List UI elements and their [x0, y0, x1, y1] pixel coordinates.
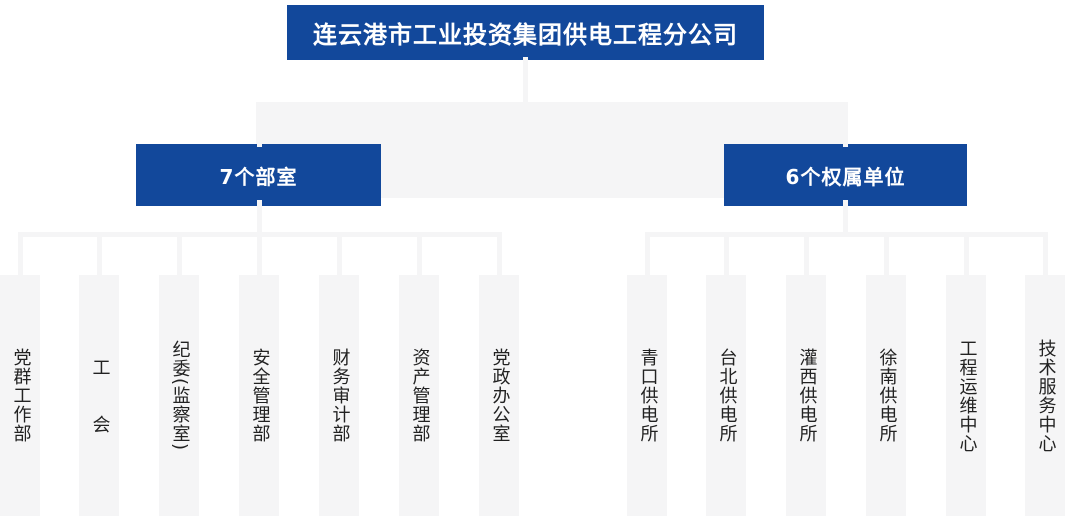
- connector-root-vertical: [523, 57, 528, 102]
- leaf-node-guanxi-power-station: 灌西供电所: [786, 275, 826, 516]
- group-node-departments: 7个部室: [136, 144, 381, 206]
- connector-notch-subsidiaries-top: [843, 138, 848, 147]
- leaf-label: 灌西供电所: [796, 348, 818, 443]
- leaf-node-engineering-om-center: 工程运维中心: [946, 275, 986, 516]
- leaf-label: 台北供电所: [716, 348, 738, 443]
- leaf-label: 徐南供电所: [876, 348, 898, 443]
- connector-stub: [416, 232, 422, 275]
- leaf-node-finance-audit-dept: 财务审计部: [319, 275, 359, 516]
- leaf-node-safety-management-dept: 安全管理部: [239, 275, 279, 516]
- connector-stub: [803, 232, 809, 275]
- connector-stub: [176, 232, 182, 275]
- leaf-node-taibei-power-station: 台北供电所: [706, 275, 746, 516]
- connector-stub: [723, 232, 729, 275]
- connector-notch-departments-top: [256, 138, 262, 147]
- leaf-label: 技术服务中心: [1035, 338, 1057, 453]
- leaf-node-discipline-inspection: 纪委(监察室): [159, 275, 199, 516]
- leaf-node-xunan-power-station: 徐南供电所: [866, 275, 906, 516]
- leaf-label: 纪委(监察室): [169, 339, 191, 452]
- root-node: 连云港市工业投资集团供电工程分公司: [287, 5, 764, 60]
- leaf-node-labor-union: 工 会: [79, 275, 119, 516]
- leaf-label: 工 会: [89, 357, 111, 434]
- connector-subsidiaries-vertical: [843, 200, 848, 237]
- leaf-label: 党政办公室: [489, 348, 511, 443]
- connector-stub: [496, 232, 502, 275]
- connector-stub: [17, 232, 23, 275]
- leaf-node-qingkou-power-station: 青口供电所: [627, 275, 667, 516]
- connector-stub: [96, 232, 102, 275]
- connector-departments-vertical: [256, 200, 262, 237]
- connector-stub: [336, 232, 342, 275]
- leaf-label: 党群工作部: [10, 348, 32, 443]
- connector-stub: [256, 232, 262, 275]
- leaf-node-party-admin-office: 党政办公室: [479, 275, 519, 516]
- leaf-node-asset-management-dept: 资产管理部: [399, 275, 439, 516]
- connector-stub: [1042, 232, 1048, 275]
- leaf-label: 安全管理部: [249, 348, 271, 443]
- leaf-node-party-mass-work-dept: 党群工作部: [0, 275, 40, 516]
- leaf-label: 财务审计部: [329, 348, 351, 443]
- connector-stub: [883, 232, 889, 275]
- leaf-label: 工程运维中心: [956, 338, 978, 453]
- group-node-subsidiaries: 6个权属单位: [724, 144, 967, 206]
- leaf-label: 青口供电所: [637, 348, 659, 443]
- connector-stub: [963, 232, 969, 275]
- connector-stub: [644, 232, 650, 275]
- leaf-label: 资产管理部: [409, 348, 431, 443]
- leaf-node-tech-service-center: 技术服务中心: [1025, 275, 1065, 516]
